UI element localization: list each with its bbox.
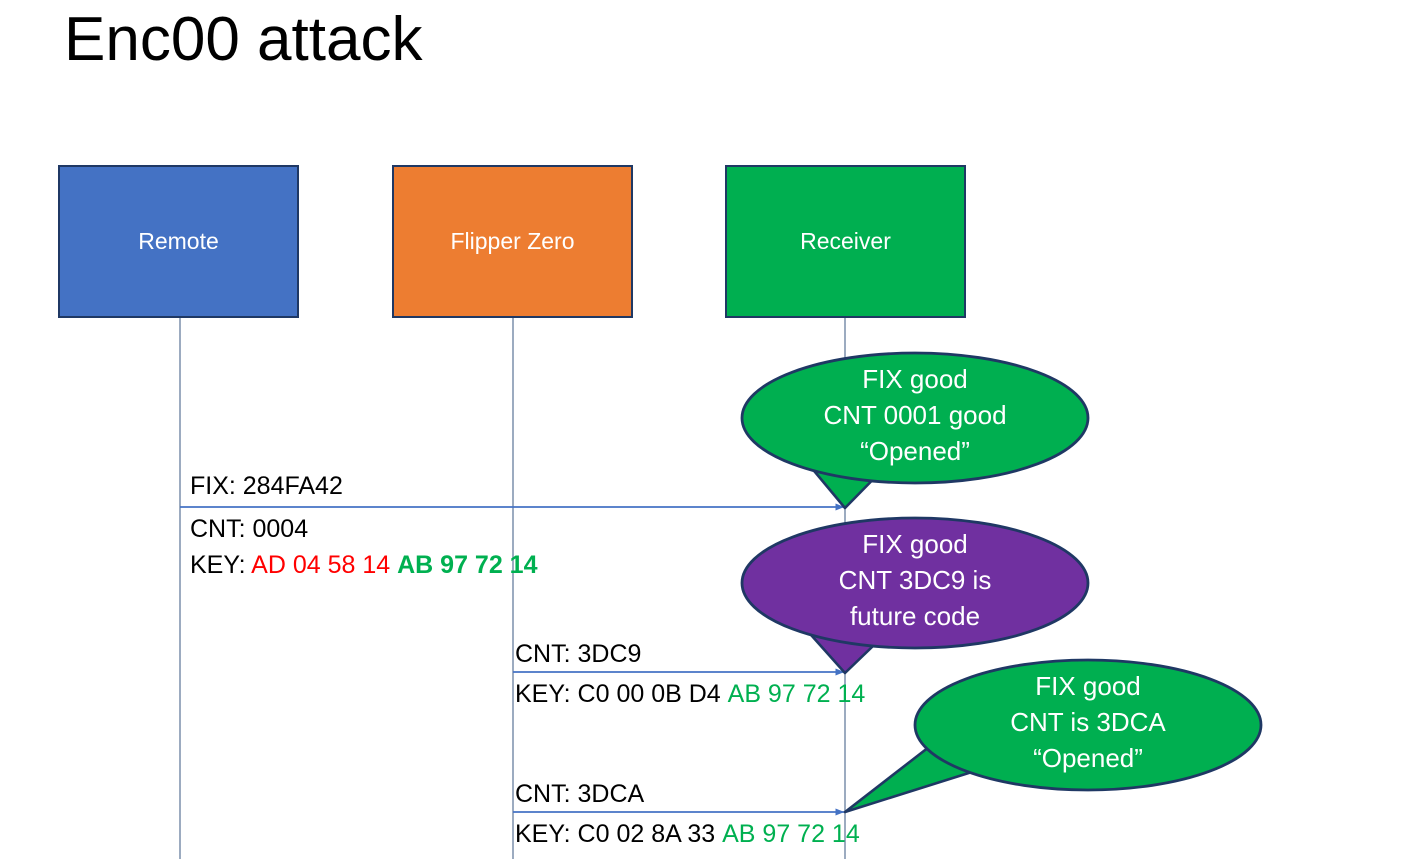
callout-1-line-1: FIX good [862, 364, 968, 394]
callout-1-line-3: “Opened” [860, 435, 970, 466]
message-1-key-prefix: KEY: [190, 551, 252, 579]
callout-1-line-2: CNT 0001 good [823, 399, 1007, 430]
page-title: Enc00 attack [64, 5, 423, 74]
callout-2-line-1: FIX good [862, 529, 968, 559]
message-2-key-prefix: KEY: [515, 680, 578, 708]
message-2-key-black: C0 00 0B D4 [577, 680, 721, 708]
callout-2-text: FIX good CNT 3DC9 is future code [839, 527, 992, 635]
callout-3-line-1: FIX good [1035, 671, 1141, 701]
message-1-key-red: AD 04 58 14 [251, 551, 391, 579]
callout-3-text: FIX good CNT is 3DCA “Opened” [1010, 669, 1166, 777]
actor-label-flipper-zero: Flipper Zero [450, 228, 575, 254]
callout-3-line-2: CNT is 3DCA [1010, 706, 1166, 737]
callout-3-line-3: “Opened” [1033, 742, 1143, 773]
callout-2-line-2: CNT 3DC9 is [838, 564, 992, 595]
message-3-cnt: CNT: 3DCA [515, 780, 645, 808]
message-1-key-green: AB 97 72 14 [397, 551, 538, 579]
actor-label-remote: Remote [138, 228, 219, 254]
message-1-key: KEY: AD 04 58 14 AB 97 72 14 [190, 551, 538, 580]
actor-box-remote[interactable]: Remote [58, 165, 299, 318]
message-3-key: KEY: C0 02 8A 33 AB 97 72 14 [515, 820, 860, 849]
message-1-fix: FIX: 284FA42 [190, 472, 343, 500]
message-3-key-green: AB 97 72 14 [722, 820, 860, 848]
message-2-cnt: CNT: 3DC9 [515, 640, 642, 668]
callout-3-tail [843, 721, 1012, 814]
actor-box-flipper-zero[interactable]: Flipper Zero [392, 165, 633, 318]
message-3-key-prefix: KEY: [515, 820, 578, 848]
message-2-key: KEY: C0 00 0B D4 AB 97 72 14 [515, 680, 865, 709]
message-2-key-green: AB 97 72 14 [727, 680, 866, 708]
actor-box-receiver[interactable]: Receiver [725, 165, 966, 318]
actor-label-receiver: Receiver [800, 228, 891, 254]
message-1-cnt: CNT: 0004 [190, 515, 309, 543]
callout-2-line-3: future code [849, 600, 981, 631]
callout-1-text: FIX good CNT 0001 good “Opened” [823, 362, 1006, 470]
message-3-key-black: C0 02 8A 33 [577, 820, 716, 848]
